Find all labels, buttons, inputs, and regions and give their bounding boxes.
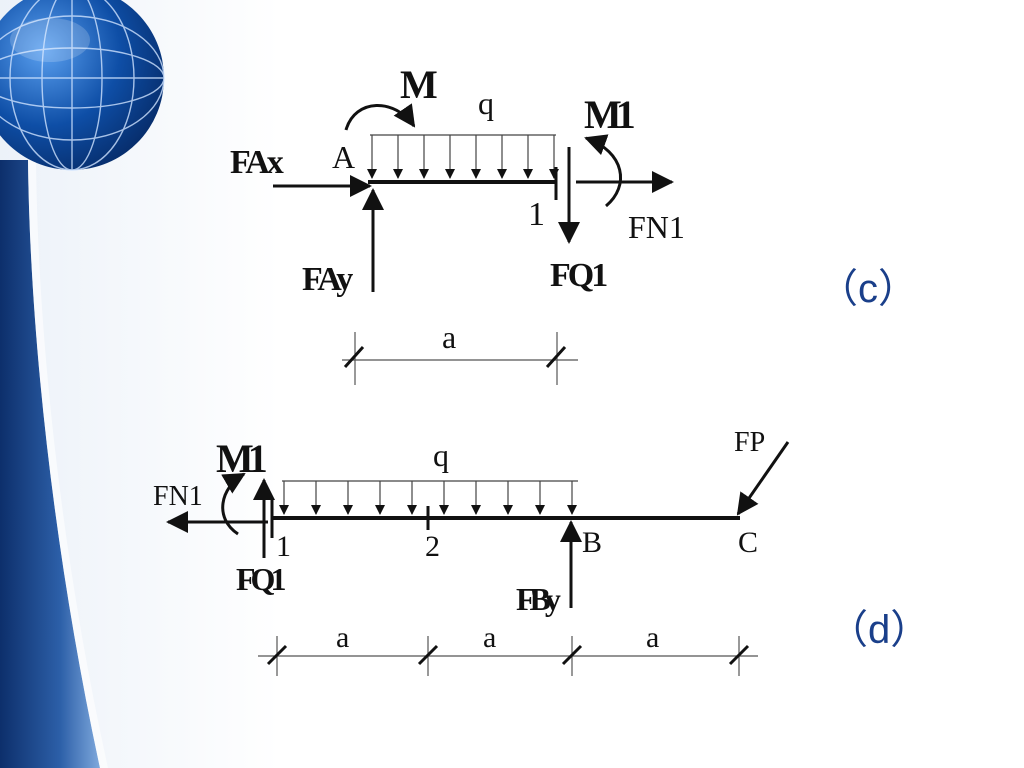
point-a-label: A bbox=[332, 139, 355, 175]
point-c-label: C bbox=[738, 526, 758, 559]
distributed-load-d bbox=[279, 480, 578, 515]
force-fp-arrow bbox=[736, 441, 790, 516]
moment-m1-arrow-c bbox=[584, 134, 622, 208]
force-fn1-label-c: FN1 bbox=[628, 209, 685, 245]
globe-logo bbox=[0, 0, 165, 171]
force-fax-label: FAx bbox=[230, 144, 284, 181]
dimension-c bbox=[342, 332, 578, 385]
dimension-label-d-1: a bbox=[336, 621, 349, 654]
caption-c: （c） bbox=[818, 267, 918, 311]
figure-c: M q FAx A FAy 1 M1 FN1 FQ1 a （c） bbox=[230, 62, 918, 385]
force-fq1-label-d: FQ1 bbox=[236, 561, 285, 597]
dimension-label-d-3: a bbox=[646, 621, 659, 654]
load-label-d: q bbox=[433, 437, 449, 473]
force-fn1-label-d: FN1 bbox=[153, 481, 203, 512]
distributed-load-c bbox=[367, 134, 559, 179]
section1-label-d: 1 bbox=[276, 530, 291, 563]
moment-label-c: M bbox=[400, 62, 438, 107]
dimension-d bbox=[258, 636, 758, 676]
force-fby-label: FBy bbox=[516, 581, 561, 617]
section2-label-d: 2 bbox=[425, 530, 440, 563]
section-label-c: 1 bbox=[528, 196, 545, 233]
moment-m1-label-c: M1 bbox=[584, 92, 634, 137]
caption-d: （d） bbox=[828, 608, 930, 652]
force-fay-label: FAy bbox=[302, 261, 353, 298]
point-b-label: B bbox=[582, 526, 602, 559]
dimension-label-c: a bbox=[442, 319, 456, 355]
dimension-label-d-2: a bbox=[483, 621, 496, 654]
figure-d: q M1 FN1 1 2 FQ1 B FBy C FP bbox=[153, 427, 930, 676]
force-fp-label: FP bbox=[734, 427, 765, 458]
load-label-c: q bbox=[478, 85, 494, 121]
moment-m1-arrow-d bbox=[221, 472, 246, 536]
moment-arrow-c bbox=[344, 103, 416, 131]
sidebar-ribbon bbox=[0, 160, 100, 768]
moment-m1-label-d: M1 bbox=[216, 436, 266, 481]
force-fq1-label-c: FQ1 bbox=[550, 257, 607, 294]
